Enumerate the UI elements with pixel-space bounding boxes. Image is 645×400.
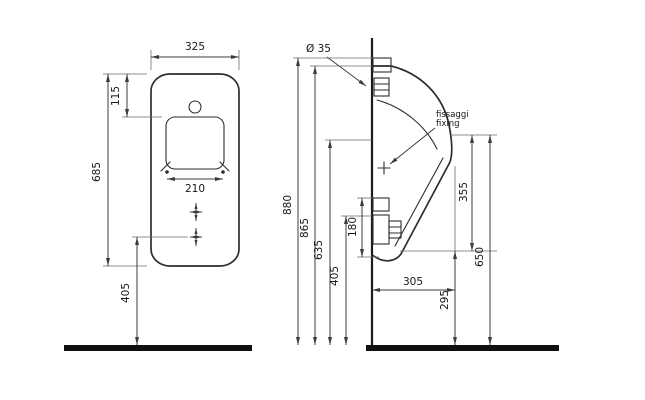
reference-dot-right: [221, 170, 225, 174]
rim-inner-curve: [376, 99, 438, 150]
inlet-pipe-stub: [372, 57, 392, 73]
dim-side-rim-height-label: 650: [474, 247, 486, 267]
inlet-diameter-callout: Ø 35: [306, 43, 367, 87]
dim-side-rim-to-outlet: 355: [458, 135, 474, 251]
dim-side-depth: 305: [372, 276, 455, 292]
fixing-cross: [377, 161, 391, 175]
dim-front-top-offset-label: 115: [110, 86, 122, 106]
outlet-body: [372, 214, 390, 245]
dim-side-rim-inner-height-label: 635: [313, 240, 325, 260]
front-view: 325 685 115 210 405: [64, 41, 252, 351]
dim-side-total-height-label: 880: [282, 195, 294, 215]
basin-corner-tick-right: [219, 161, 230, 172]
dim-side-outlet-height-label: 295: [439, 290, 451, 310]
inlet-hole: [188, 100, 202, 114]
dim-side-outlet-mid-height: 405: [329, 216, 348, 345]
dim-front-width-label: 325: [185, 41, 205, 53]
basin-corner-tick-left: [160, 161, 171, 172]
dim-side-outlet-height: 295: [439, 251, 457, 345]
fixing-leader: [389, 127, 436, 165]
floor-line-front: [64, 345, 252, 351]
floor-line-side: [366, 345, 559, 351]
dim-front-drain-height: 405: [120, 237, 139, 345]
dim-front-drain-width: 210: [167, 177, 223, 195]
dim-side-rim-height: 650: [474, 135, 492, 345]
inlet-diameter-leader: [326, 56, 367, 87]
side-view: Ø 35 fissaggi fixing 880 865: [282, 38, 559, 351]
fixing-label-english: fixing: [436, 119, 460, 129]
dim-front-drain-height-label: 405: [120, 283, 132, 303]
front-extension-lines: [103, 50, 240, 267]
dim-front-drain-width-label: 210: [185, 183, 205, 195]
dim-side-bracket-spacing: 180: [347, 198, 364, 257]
dim-side-total-height: 880: [282, 58, 300, 345]
dim-front-height-label: 685: [91, 162, 103, 182]
side-extension-lines: [293, 57, 497, 258]
mounting-bracket: [372, 197, 390, 212]
dim-side-outlet-mid-height-label: 405: [329, 266, 341, 286]
dim-side-rim-inner-height: 635: [313, 140, 332, 345]
urinal-side-profile: [371, 65, 453, 262]
dim-side-body-top-height-label: 865: [299, 218, 311, 238]
dim-side-rim-to-outlet-label: 355: [458, 182, 470, 202]
basin-opening: [165, 116, 225, 170]
fixing-callout: fissaggi fixing: [389, 110, 469, 165]
dim-front-top-offset: 115: [110, 74, 129, 117]
dim-front-width: 325: [151, 41, 239, 59]
urinal-front-outline: [150, 73, 240, 267]
dim-front-height: 685: [91, 74, 110, 266]
dim-side-body-top-height: 865: [299, 66, 317, 345]
drain-mark-upper: [190, 203, 202, 221]
reference-dot-left: [165, 170, 169, 174]
rim-inner-edge: [394, 157, 444, 247]
drain-mark-lower: [190, 228, 202, 246]
fixing-label-italian: fissaggi: [436, 110, 469, 120]
inlet-diameter-label: Ø 35: [306, 43, 331, 55]
outlet-fitting: [388, 220, 402, 239]
dim-side-depth-label: 305: [403, 276, 423, 288]
flush-connector: [373, 77, 390, 97]
dim-side-bracket-spacing-label: 180: [347, 217, 359, 237]
